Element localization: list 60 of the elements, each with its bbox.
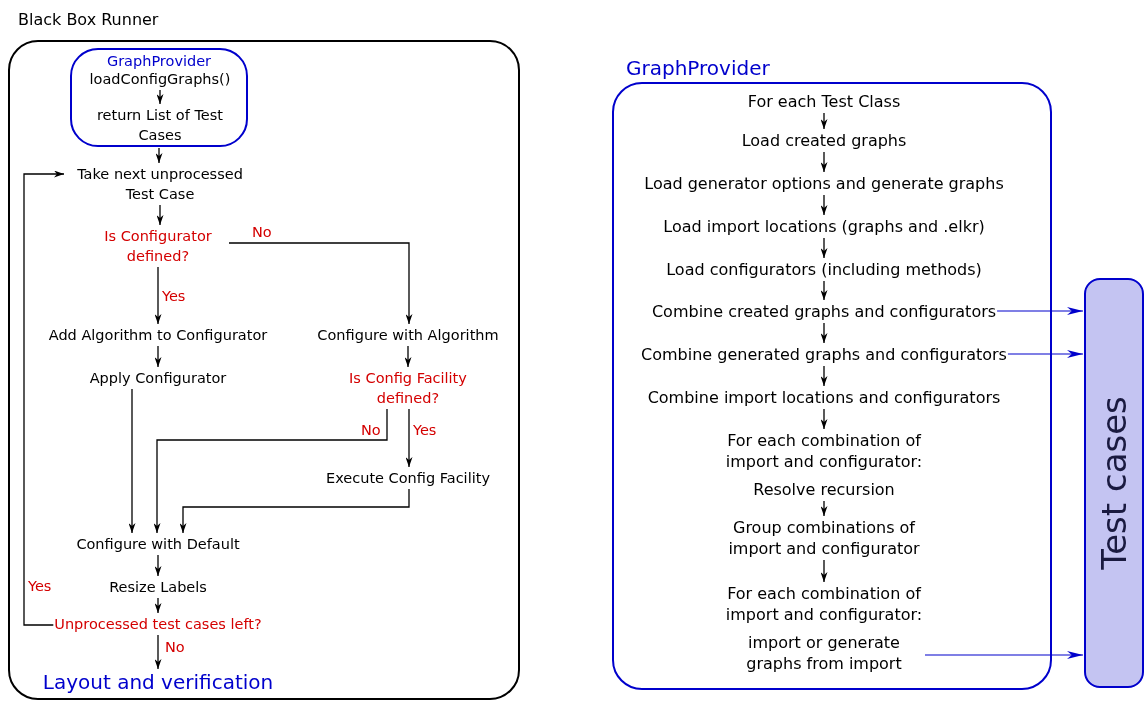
- step-text: Configure with Algorithm: [317, 325, 499, 345]
- arrow: [820, 237, 828, 259]
- arrow: [155, 147, 163, 164]
- arrow: [154, 634, 162, 670]
- arrow: [820, 408, 828, 430]
- arrow: [820, 280, 828, 301]
- arrow: [154, 345, 162, 368]
- rounded-box: [70, 48, 248, 147]
- arrow: [156, 204, 164, 226]
- step-text: For each combination of import and configurator:: [704, 430, 944, 472]
- step-text: Load created graphs: [741, 130, 907, 151]
- decision-text: Is Configurator defined?: [88, 226, 228, 266]
- arrow: [820, 500, 828, 517]
- arrow: [820, 365, 828, 387]
- step-text: For each Test Class: [747, 91, 901, 112]
- step-text: Combine created graphs and configurators: [651, 301, 997, 322]
- arrow: [228, 242, 413, 325]
- arrow: [820, 112, 828, 130]
- arrow: [820, 151, 828, 173]
- arrow: [154, 597, 162, 614]
- panel-title: GraphProvider: [626, 56, 770, 80]
- step-text: Combine import locations and configurators: [647, 387, 1001, 408]
- step-text: Add Algorithm to Configurator: [48, 325, 268, 345]
- arrow: [156, 89, 164, 105]
- step-text: Resolve recursion: [753, 479, 895, 500]
- step-text: For each combination of import and configurator:: [704, 583, 944, 625]
- step-text: Apply Configurator: [89, 368, 227, 388]
- arrow: [996, 307, 1084, 315]
- step-text: Combine generated graphs and configurators: [641, 344, 1007, 365]
- arrow: [405, 408, 413, 468]
- arrow: [820, 322, 828, 344]
- arrow: [820, 559, 828, 583]
- decision-text: Unprocessed test cases left?: [54, 614, 262, 634]
- step-text: Load generator options and generate graphs: [644, 173, 1004, 194]
- step-text: Take next unprocessed Test Case: [65, 164, 255, 204]
- step-text: Load import locations (graphs and .elkr): [663, 216, 985, 237]
- arrow: [154, 554, 162, 577]
- step-text: return List of Test Cases: [90, 105, 230, 145]
- arrow: [153, 408, 388, 534]
- arrow: [924, 651, 1084, 659]
- decision-text: Is Config Facility defined?: [318, 368, 498, 408]
- step-text: Execute Config Facility: [326, 468, 490, 488]
- arrow: [1007, 350, 1084, 358]
- arrow: [128, 388, 136, 534]
- arrow: [820, 194, 828, 216]
- step-text: Resize Labels: [109, 577, 207, 597]
- arrow: [179, 488, 410, 534]
- arrow: [154, 266, 162, 325]
- end-text: Layout and verification: [42, 670, 274, 694]
- arrow: [404, 345, 412, 368]
- step-text: Load configurators (including methods): [666, 259, 982, 280]
- arrow: [23, 170, 65, 626]
- output-box: [1084, 278, 1144, 688]
- panel-title: Black Box Runner: [18, 10, 159, 30]
- step-text: import or generate graphs from import: [724, 632, 924, 674]
- step-text: loadConfigGraphs(): [89, 69, 231, 89]
- box-label: Test cases: [1094, 396, 1134, 570]
- box-heading: GraphProvider: [106, 52, 212, 70]
- step-text: Configure with Default: [76, 534, 240, 554]
- step-text: Group combinations of import and configurator: [713, 517, 935, 559]
